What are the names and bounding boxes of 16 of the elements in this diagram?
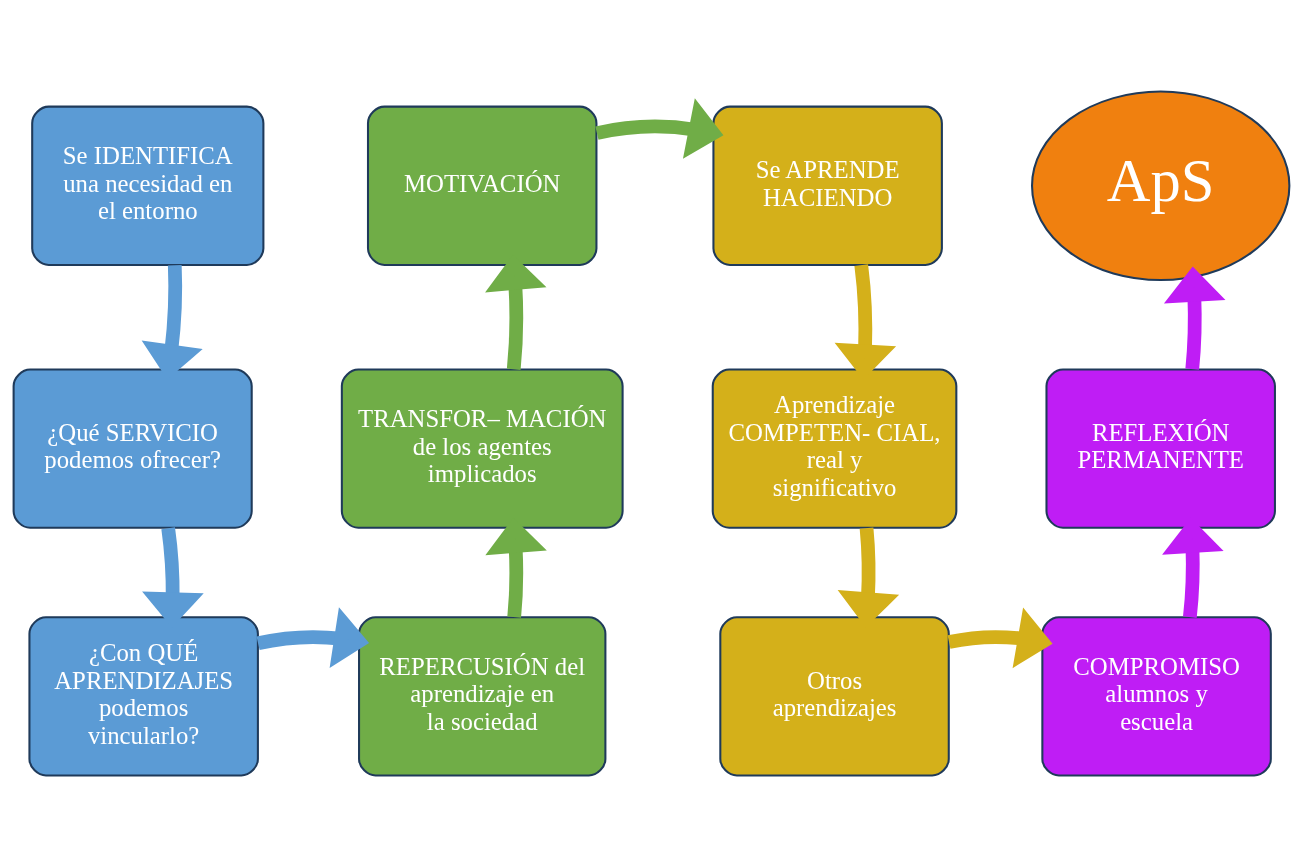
node-box: TRANSFOR– MACIÓN de los agentes implicados: [340, 368, 624, 529]
arrow: [1163, 266, 1226, 370]
node-box: Otros aprendizajes: [719, 616, 950, 777]
node-box: MOTIVACIÓN: [366, 105, 598, 266]
node-box: Se IDENTIFICA una necesidad en el entorno: [31, 105, 265, 266]
node-box: Se APRENDE HACIENDO: [712, 105, 943, 266]
node-box: REFLEXIÓN PERMANENTE: [1045, 368, 1276, 529]
arrow: [256, 607, 370, 669]
arrow: [595, 98, 724, 159]
node-box: REPERCUSIÓN del aprendizaje en la sociedad: [358, 616, 607, 777]
arrow: [947, 607, 1053, 669]
node-box: ¿Qué SERVICIO podemos ofrecer?: [12, 368, 253, 529]
node-ellipse: ApS: [1031, 90, 1291, 282]
node-box: COMPROMISO alumnos y escuela: [1041, 616, 1272, 777]
node-box: Aprendizaje COMPETEN- CIAL, real y significativo: [711, 368, 958, 529]
node-box: ¿Con QUÉ APRENDIZAJES podemos vincularlo?: [28, 616, 259, 777]
